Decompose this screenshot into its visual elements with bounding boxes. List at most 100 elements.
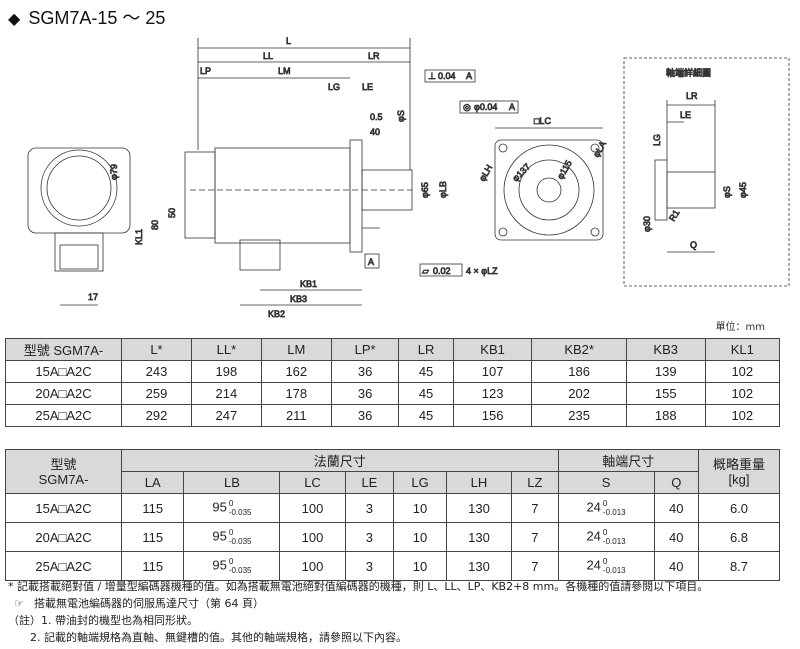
detail-lg: LG (652, 134, 662, 146)
dim-lg: LG (328, 82, 340, 92)
table2-group-row: 型號 SGM7A- 法蘭尺寸 軸端尺寸 概略重量 [kg] (5, 449, 780, 494)
table-cell: 198 (190, 360, 262, 383)
table2-sub-header: LB (183, 471, 281, 494)
title-text: SGM7A-15 ～ 25 (28, 8, 166, 28)
dimension-table-2: 型號 SGM7A- 法蘭尺寸 軸端尺寸 概略重量 [kg] LA LB LC L… (5, 449, 780, 581)
lb-value: 95 (212, 528, 227, 544)
note-1: （註）1. 帶油封的機型也為相同形狀。 (8, 614, 198, 627)
detail-le: LE (680, 110, 691, 120)
holes-label: 4 × φLZ (466, 266, 498, 276)
table-cell: 188 (625, 404, 706, 427)
table-cell: 214 (190, 382, 262, 405)
dim-le: LE (362, 82, 373, 92)
tol-lower: -0.013 (602, 566, 626, 575)
table-cell: 178 (260, 382, 332, 405)
dim-phi-lh: φLH (477, 163, 494, 183)
table-cell: 15A□A2C (5, 360, 122, 383)
table2-sub-header: S (557, 471, 655, 494)
table-cell: 115 (120, 522, 185, 552)
table-cell: 100 (279, 522, 346, 552)
detail-title: 軸端詳細圖 (666, 67, 711, 78)
table-cell: 40 (653, 551, 700, 581)
detail-lr: LR (686, 91, 698, 101)
table-cell: 20A□A2C (5, 522, 122, 552)
table2-shaft-header: 軸端尺寸 (557, 449, 700, 472)
tol-lower: -0.035 (228, 566, 252, 575)
table2-flange-header: 法蘭尺寸 (121, 449, 559, 472)
tol-upper: 0 (602, 528, 608, 537)
dimension-drawing: φ79 17 KL1 80 50 L LL LR LP LM LG LE ⊥ 0… (27, 36, 790, 318)
dim-lm: LM (278, 66, 291, 76)
dim-50: 50 (167, 208, 177, 218)
dim-lr: LR (368, 51, 380, 61)
pointing-hand-icon: ☞ (14, 597, 24, 610)
rear-view (27, 147, 131, 306)
table-cell: 100 (279, 551, 346, 581)
s-tolerance: 0-0.013 (603, 557, 626, 575)
dim-kb3: KB3 (290, 294, 307, 304)
table2-sub-header: LA (120, 471, 185, 494)
tol-upper: 0 (602, 557, 608, 566)
detail-shaft (654, 100, 716, 253)
table-cell: 40 (653, 522, 700, 552)
table1-header: KB1 (452, 338, 533, 361)
table-cell: 25A□A2C (5, 551, 122, 581)
s-tolerance: 0-0.013 (603, 528, 626, 546)
table2-sub-header: LC (279, 471, 346, 494)
table1-header: LL* (190, 338, 262, 361)
flat-value: 0.02 (433, 266, 451, 276)
table-cell: 15A□A2C (5, 493, 122, 523)
table1-header: KB3 (625, 338, 706, 361)
perp-symbol: ⊥ (428, 71, 436, 81)
detail-phi30: φ30 (642, 216, 652, 232)
table-cell: 7 (511, 551, 559, 581)
lb-tolerance: 0-0.035 (229, 528, 252, 546)
detail-phi45: φ45 (738, 182, 748, 198)
table-row: 15A□A2C 243 198 162 36 45 107 186 139 10… (5, 360, 781, 383)
table2-sub-header: LG (393, 471, 447, 494)
dim-phi-s: φS (396, 110, 406, 122)
table-cell: 292 (121, 404, 192, 427)
table-cell: 45 (398, 382, 454, 405)
table-cell: 235 (531, 404, 627, 427)
flat-symbol: ▱ (422, 266, 429, 276)
flange-view (494, 127, 604, 241)
lb-value: 95 (212, 557, 227, 573)
tol-upper: 0 (228, 528, 234, 537)
dim-phi65: φ65 (420, 182, 430, 198)
conc-value: φ0.04 (474, 102, 497, 112)
table1-header: LM (260, 338, 332, 361)
table-cell: 36 (330, 360, 400, 383)
dim-phi-lb: φLB (438, 181, 448, 198)
table-cell: 6.8 (698, 522, 780, 552)
note-2: 2. 記載的軸端規格為直軸、無鍵槽的值。其他的軸端規格，請參照以下內容。 (30, 631, 407, 644)
table-cell: 102 (704, 360, 781, 383)
footnotes: * 記載搭載絕對值 / 增量型編碼器機種的值。如為搭載無電池絕對值編碼器的機種，… (8, 578, 788, 646)
page-title: ◆SGM7A-15 ～ 25 (8, 4, 165, 30)
conc-symbol: ◎ (463, 102, 471, 112)
lb-tolerance: 0-0.035 (229, 557, 252, 575)
dim-ll: LL (263, 51, 273, 61)
dim-l: L (286, 36, 291, 46)
table-cell: 130 (445, 551, 513, 581)
note-ref-link[interactable]: 搭載無電池編碼器的伺服馬達尺寸（第 64 頁） (34, 597, 264, 610)
table2-model-header: 型號 SGM7A- (5, 449, 122, 494)
unit-label: 單位：mm (715, 322, 765, 333)
table-cell: 100 (279, 493, 346, 523)
dim-0-5: 0.5 (370, 112, 383, 122)
note-ref-row: ☞ 搭載無電池編碼器的伺服馬達尺寸（第 64 頁） (8, 595, 788, 612)
s-value: 24 (586, 557, 601, 573)
table-cell: 7 (511, 522, 559, 552)
table-cell: 186 (531, 360, 627, 383)
side-view (184, 38, 519, 306)
dim-80: 80 (150, 220, 160, 230)
tol-lower: -0.035 (228, 508, 252, 517)
tol-upper: 0 (228, 499, 234, 508)
dimension-table-1: 型號 SGM7A- L* LL* LM LP* LR KB1 KB2* KB3 … (5, 338, 781, 427)
